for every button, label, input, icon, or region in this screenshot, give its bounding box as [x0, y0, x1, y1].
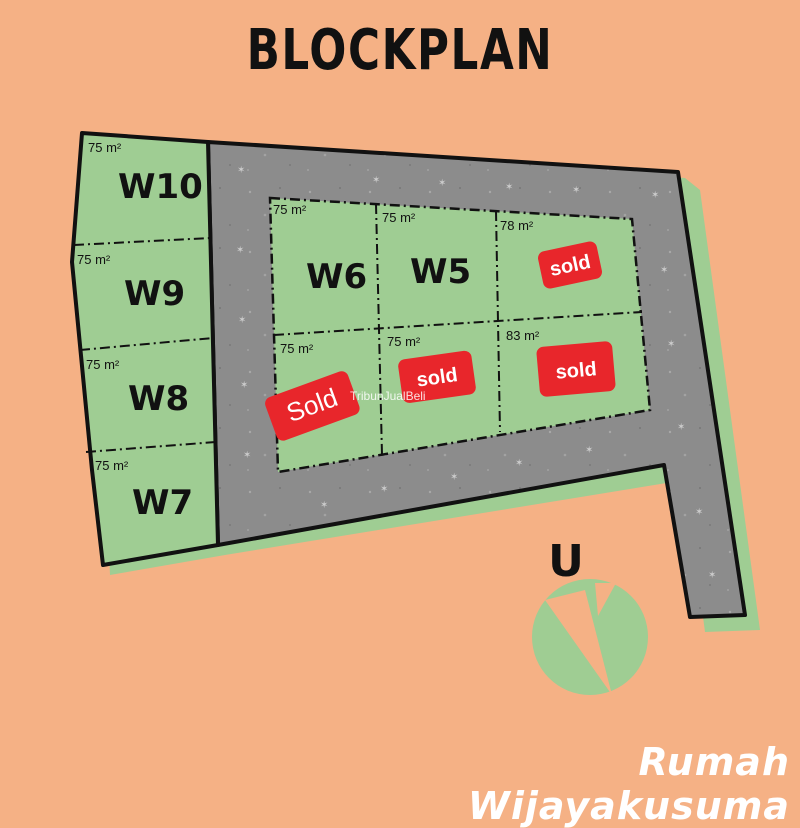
svg-text:✶: ✶ [667, 339, 675, 350]
area-label-w5: 75 m² [382, 210, 416, 225]
area-label-w9: 75 m² [77, 252, 111, 267]
svg-text:✶: ✶ [695, 507, 703, 518]
svg-text:✶: ✶ [237, 165, 245, 176]
plot-label-w9: W9 [124, 274, 185, 314]
area-label-w8: 75 m² [86, 357, 120, 372]
area-label-bottom-mid: 75 m² [387, 334, 421, 349]
area-label-top-right: 78 m² [500, 218, 534, 233]
svg-text:✶: ✶ [238, 315, 246, 326]
svg-text:✶: ✶ [515, 458, 523, 469]
area-label-w10: 75 m² [88, 140, 122, 155]
svg-text:✶: ✶ [372, 175, 380, 186]
svg-text:✶: ✶ [380, 484, 388, 495]
sold-badge-bottom-mid: sold [398, 350, 476, 403]
left-column-plots [70, 131, 220, 567]
svg-text:✶: ✶ [651, 190, 659, 201]
svg-text:✶: ✶ [677, 422, 685, 433]
plot-label-w5: W5 [410, 252, 471, 292]
sold-badge-bottom-left: Sold [265, 371, 360, 441]
area-label-w7: 75 m² [95, 458, 129, 473]
svg-text:✶: ✶ [572, 185, 580, 196]
svg-text:✶: ✶ [438, 178, 446, 189]
svg-text:✶: ✶ [243, 450, 251, 461]
page-title: BLOCKPLAN [246, 18, 554, 83]
svg-text:✶: ✶ [708, 570, 716, 581]
area-label-bottom-right: 83 m² [506, 328, 540, 343]
svg-text:✶: ✶ [240, 380, 248, 391]
compass-label: U [548, 536, 584, 587]
area-label-bottom-left: 75 m² [280, 341, 314, 356]
sold-badge-bottom-right: sold [536, 341, 616, 397]
area-label-w6: 75 m² [273, 202, 307, 217]
svg-text:sold: sold [555, 358, 598, 384]
svg-text:✶: ✶ [320, 500, 328, 511]
svg-text:✶: ✶ [660, 265, 668, 276]
north-arrow-icon: U [532, 536, 648, 695]
svg-text:✶: ✶ [236, 245, 244, 256]
svg-text:✶: ✶ [505, 182, 513, 193]
block-plan-map: ✶✶ ✶✶ ✶✶ ✶✶ ✶✶ ✶✶ ✶✶ ✶✶ ✶✶ ✶✶ W10 W9 W8 … [70, 131, 760, 695]
road-markers: ✶ ✶ ✶ ✶ ✶ ✶ ✶ ✶ ✶ ✶ ✶ ✶ ✶ ✶ ✶ ✶ ✶ ✶ ✶ ✶ [236, 165, 716, 581]
brand-footer: Rumah Wijayakusuma [467, 740, 790, 828]
plot-label-w6: W6 [306, 257, 367, 297]
watermark: TribunJualBeli [350, 389, 426, 403]
plot-label-w10: W10 [118, 167, 203, 207]
sold-badge-top-right: sold [538, 241, 602, 289]
svg-text:✶: ✶ [585, 445, 593, 456]
svg-text:✶: ✶ [450, 472, 458, 483]
plot-label-w8: W8 [128, 379, 189, 419]
plot-label-w7: W7 [132, 483, 193, 523]
